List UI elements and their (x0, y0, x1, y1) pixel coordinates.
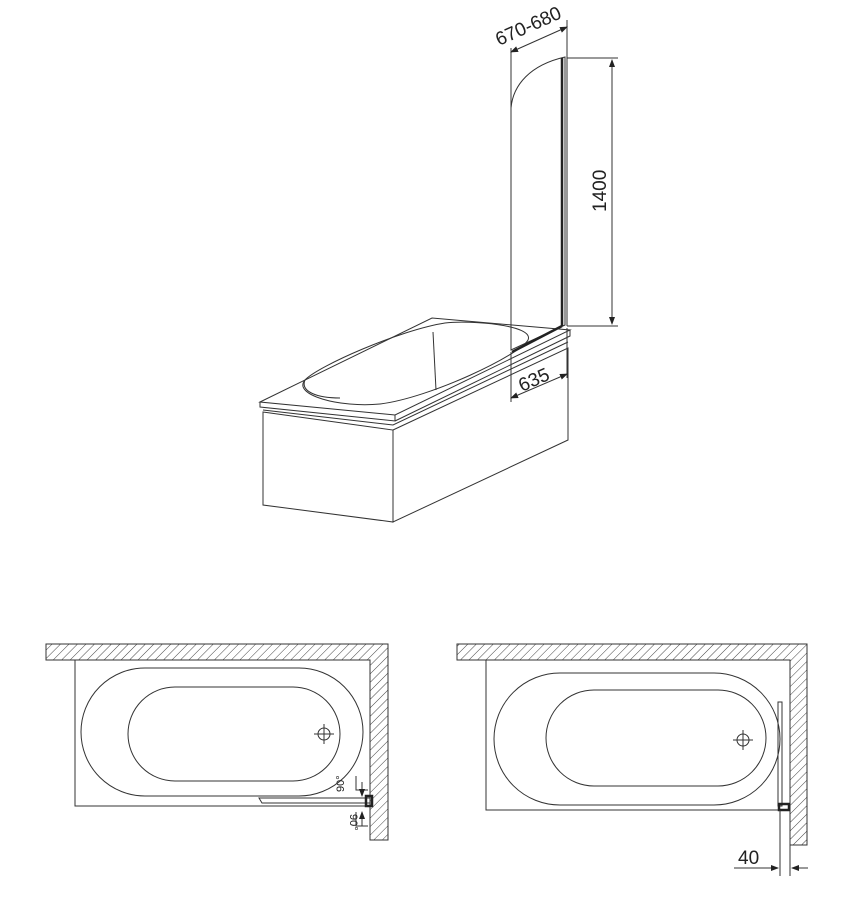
bathtub-rim-edge-side (394, 330, 571, 422)
dimension-line (510, 26, 568, 53)
bathtub-outline (485, 659, 791, 811)
bathtub-basin-depth-line (432, 331, 437, 391)
bathtub-basin (302, 321, 529, 406)
bathtub-basin-oval (127, 686, 341, 782)
shower-screen-3d (510, 56, 568, 354)
screen-folded (258, 797, 371, 804)
wall-hatched (45, 643, 389, 841)
bathtub-3d (258, 317, 572, 523)
wall-offset-label: 40 (738, 848, 759, 869)
dimension-panel-width: 670-680 (492, 3, 568, 108)
angle-mark (355, 812, 368, 827)
bathtub-side-face (392, 347, 569, 523)
isometric-view: 670-680 1400 635 (258, 3, 618, 523)
drain-icon (733, 730, 753, 750)
bathtub-rim-lower-line (262, 341, 569, 426)
bathtub-outline (74, 659, 371, 807)
bathtub-rim (258, 317, 572, 416)
base-width-label: 635 (515, 364, 553, 396)
screen-open (777, 701, 783, 807)
panel-width-label: 670-680 (492, 3, 564, 51)
wall-hatched (456, 643, 808, 846)
bathtub-rim-oval (80, 667, 364, 797)
angle-upper-label: 90° (335, 775, 347, 792)
bathtub-basin-inner (303, 379, 341, 399)
plan-view-right: 40 (456, 643, 808, 876)
bathtub-rim-edge-front (259, 402, 396, 422)
bathtub-rim-oval (493, 672, 781, 806)
drain-icon (314, 724, 334, 744)
screen-bottom-seal (511, 324, 563, 354)
panel-height-label: 1400 (590, 170, 611, 212)
bathtub-front-face (262, 411, 394, 523)
hinge (364, 794, 374, 808)
hinge (777, 802, 791, 812)
dimension-panel-height: 1400 (567, 57, 618, 327)
dimension-line (510, 373, 568, 399)
bathtub-basin-oval (545, 689, 767, 787)
plan-view-left: 90° 90° (45, 643, 389, 841)
glass-panel (510, 56, 566, 351)
angle-lower-label: 90° (347, 814, 359, 831)
